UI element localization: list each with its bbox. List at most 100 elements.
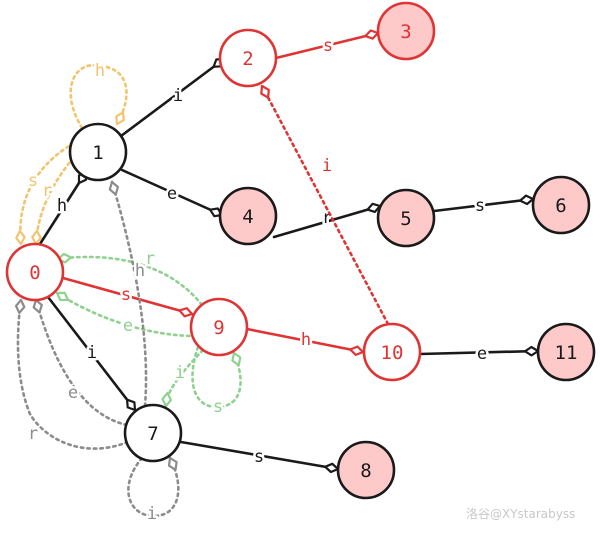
edge-label: h: [135, 261, 145, 281]
edge-label: e: [68, 383, 78, 403]
edge-line: [272, 204, 382, 239]
edge-line: [19, 138, 82, 246]
edge-line: [245, 327, 365, 354]
edge-line: [55, 291, 198, 338]
edge-9-9-s: s: [191, 345, 242, 420]
edge-line: [46, 295, 137, 412]
state-node-0: 0: [5, 242, 65, 302]
edge-2-3-s: s: [274, 29, 380, 60]
edge-label: e: [167, 184, 177, 204]
edge-4-5-r: r: [272, 202, 382, 239]
edge-label: e: [123, 316, 133, 336]
edge-arrowhead: [349, 345, 365, 356]
state-circle: [376, 188, 436, 248]
edge-line: [34, 298, 129, 427]
state-circle: [376, 1, 436, 61]
edge-line: [432, 197, 535, 213]
state-node-3: 3: [376, 1, 436, 61]
edge-label: r: [42, 181, 52, 201]
edge-label: s: [28, 171, 38, 191]
edge-arrowhead: [231, 351, 242, 367]
state-circle: [362, 322, 422, 382]
edge-label: r: [322, 208, 332, 228]
edge-9-10-h: h: [245, 327, 365, 356]
edge-label: h: [57, 196, 67, 216]
edge-7-7-i: i: [127, 456, 180, 527]
state-circle: [123, 403, 183, 463]
edge-label: s: [323, 36, 333, 56]
edge-label: i: [173, 86, 183, 106]
edge-7-8-s: s: [179, 440, 340, 474]
edge-arrowhead: [366, 202, 382, 213]
edge-arrowhead: [32, 298, 43, 314]
edge-label: s: [213, 397, 223, 417]
edge-10-11-e: e: [418, 342, 540, 367]
edge-5-6-s: s: [432, 194, 535, 219]
edge-label: r: [28, 424, 38, 444]
edge-7-0-e: e: [32, 298, 129, 427]
state-label: 6: [555, 195, 566, 217]
state-circle: [536, 322, 596, 382]
edge-line: [56, 255, 204, 307]
state-label: 1: [92, 142, 103, 164]
state-node-5: 5: [376, 188, 436, 248]
state-node-6: 6: [531, 175, 591, 235]
state-label: 0: [29, 262, 40, 284]
edge-arrowhead: [178, 307, 194, 318]
edge-label: s: [121, 285, 131, 305]
state-node-2: 2: [218, 28, 278, 88]
edge-line: [418, 349, 540, 356]
state-label: 10: [381, 342, 404, 364]
edge-arrowhead: [324, 462, 340, 474]
edge-line: [274, 31, 380, 60]
edge-line: [38, 170, 88, 246]
edge-arrowhead: [364, 29, 380, 40]
edge-arrowhead: [518, 194, 535, 206]
edge-arrowhead: [125, 398, 137, 412]
edge-1-1-h: h: [69, 59, 128, 130]
state-circle: [531, 175, 591, 235]
state-circle: [336, 440, 396, 500]
edge-1-2-i: i: [119, 57, 226, 138]
edge-label: i: [322, 156, 332, 176]
edge-9-0-e: e: [55, 291, 198, 339]
state-label: 3: [400, 21, 411, 43]
state-node-7: 7: [123, 403, 183, 463]
edge-9-0-r: r: [56, 247, 204, 307]
edge-arrowhead: [260, 84, 270, 99]
edge-line: [16, 298, 130, 450]
edge-line: [119, 57, 226, 138]
edge-label: h: [95, 61, 105, 81]
edge-arrowhead: [108, 180, 120, 196]
edge-line: [61, 276, 194, 316]
edge-arrowhead: [161, 392, 172, 408]
edge-arrowhead: [15, 229, 26, 246]
edge-7-0-r: r: [14, 298, 130, 450]
state-label: 5: [400, 208, 411, 230]
edge-0-7-i: i: [46, 295, 137, 412]
state-label: 11: [555, 342, 578, 364]
state-node-11: 11: [536, 322, 596, 382]
edge-line: [69, 63, 128, 130]
edge-0-1-h: h: [38, 170, 88, 246]
edge-label: e: [477, 344, 487, 364]
edge-arrowhead: [55, 291, 70, 302]
edge-label: h: [301, 330, 311, 350]
state-label: 4: [242, 206, 253, 228]
edge-arrowhead: [31, 229, 42, 246]
edge-10-2-i: i: [260, 84, 390, 326]
edge-arrowhead: [115, 111, 125, 126]
edge-label: i: [147, 504, 157, 524]
edge-line: [120, 168, 224, 217]
state-node-10: 10: [362, 322, 422, 382]
edge-1-0-s: s: [15, 138, 82, 246]
state-circle: [218, 186, 278, 246]
edge-line: [110, 180, 148, 408]
nodes-layer: 0 1 2 3 4 5 6 7 8 9 10 11: [5, 1, 596, 500]
state-label: 9: [213, 317, 224, 339]
state-node-8: 8: [336, 440, 396, 500]
watermark-text: 洛谷@XYstarabyss: [466, 507, 576, 521]
state-node-4: 4: [218, 186, 278, 246]
